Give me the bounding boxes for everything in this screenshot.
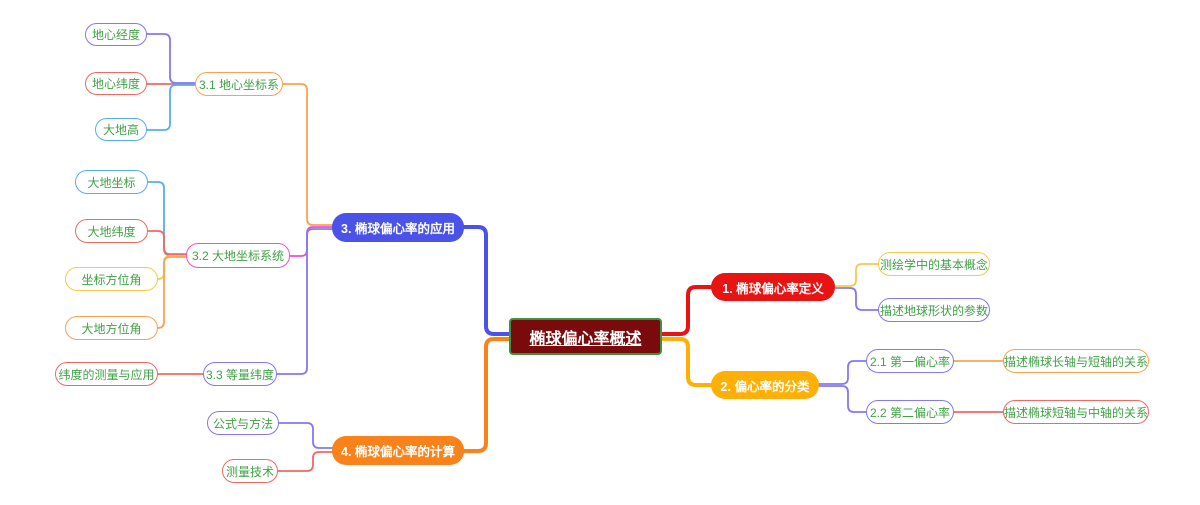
edge-3-1-geocentric-longitude — [146, 33, 196, 84]
leaf-geodetic-latitude[interactable]: 大地纬度 — [75, 219, 148, 243]
leaf-geodetic-azimuth[interactable]: 大地方位角 — [65, 316, 158, 340]
leaf-geocentric-longitude[interactable]: 地心经度 — [85, 23, 147, 46]
edge-3-2-coordinate-azimuth — [157, 255, 187, 280]
edge-branch2-2-2 — [818, 385, 867, 413]
leaf-geocentric-latitude[interactable]: 地心纬度 — [85, 72, 147, 95]
edge-branch3-3-1 — [282, 83, 333, 226]
subnode-3-3-isometric-latitude[interactable]: 3.3 等量纬度 — [203, 362, 277, 386]
subnode-3-2-geodetic-system[interactable]: 3.2 大地坐标系统 — [186, 243, 290, 268]
leaf-geodetic-height[interactable]: 大地高 — [95, 118, 147, 141]
branch-node-1[interactable]: 1. 椭球偏心率定义 — [711, 273, 835, 301]
edge-branch1-earth-shape — [834, 287, 879, 311]
leaf-minor-middle-axis-relation[interactable]: 描述椭球短轴与中轴的关系 — [1003, 400, 1149, 424]
leaf-earth-shape-parameters[interactable]: 描述地球形状的参数 — [878, 298, 990, 322]
edge-branch3-3-3 — [276, 228, 333, 375]
edge-root-branch1 — [660, 285, 713, 336]
branch-node-2[interactable]: 2. 偏心率的分类 — [711, 371, 819, 399]
edge-root-branch3 — [462, 225, 511, 336]
leaf-surveying-concept[interactable]: 测绘学中的基本概念 — [878, 252, 990, 276]
leaf-measurement-technology[interactable]: 测量技术 — [222, 459, 278, 483]
leaf-latitude-measurement-application[interactable]: 纬度的测量与应用 — [55, 362, 158, 386]
branch-node-3[interactable]: 3. 椭球偏心率的应用 — [332, 213, 464, 242]
leaf-coordinate-azimuth[interactable]: 坐标方位角 — [65, 267, 158, 291]
leaf-formulas-methods[interactable]: 公式与方法 — [207, 411, 279, 435]
edge-branch4-measurement — [277, 451, 333, 472]
branch-node-4[interactable]: 4. 椭球偏心率的计算 — [332, 436, 464, 465]
edge-3-2-geodetic-latitude — [147, 230, 187, 256]
subnode-2-2-second-eccentricity[interactable]: 2.2 第二偏心率 — [866, 400, 954, 424]
subnode-3-1-geocentric-system[interactable]: 3.1 地心坐标系 — [195, 72, 283, 96]
leaf-major-minor-axis-relation[interactable]: 描述椭球长轴与短轴的关系 — [1003, 349, 1149, 373]
edge-root-branch4 — [462, 337, 511, 453]
edge-branch3-3-2 — [289, 226, 333, 257]
edge-branch2-2-1 — [818, 360, 867, 385]
edge-3-1-geodetic-height — [146, 84, 196, 131]
subnode-2-1-first-eccentricity[interactable]: 2.1 第一偏心率 — [866, 349, 954, 373]
edge-branch1-surveying-concept — [834, 263, 879, 287]
edge-branch4-formulas — [278, 422, 333, 449]
leaf-geodetic-coordinates[interactable]: 大地坐标 — [75, 170, 148, 194]
edge-3-2-geodetic-coordinates — [147, 181, 187, 255]
root-node[interactable]: 椭球偏心率概述 — [509, 318, 662, 355]
edge-3-2-geodetic-azimuth — [157, 256, 187, 329]
edge-root-branch2 — [660, 337, 713, 387]
